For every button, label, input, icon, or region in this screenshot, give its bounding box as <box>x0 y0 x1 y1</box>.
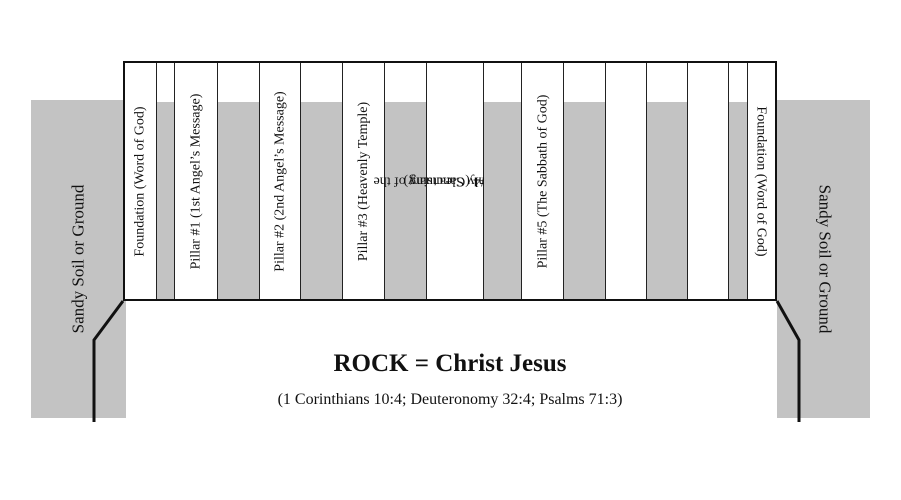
temple-structure: Foundation (Word of God) Pillar #1 (1st … <box>123 61 777 301</box>
rock-references: (1 Corinthians 10:4; Deuteronomy 32:4; P… <box>277 391 623 408</box>
foundation-right-column: Foundation (Word of God) <box>748 63 775 299</box>
rock-title: ROCK = Christ Jesus <box>333 350 567 377</box>
empty-pillar-column <box>606 63 647 299</box>
left-soil-label-wrap: Sandy Soil or Ground <box>31 100 126 418</box>
pillar-5-label: Pillar #5 (The Sabbath of God) <box>535 94 551 268</box>
gap-column <box>647 63 688 299</box>
foundation-right-label: Foundation (Word of God) <box>754 105 770 257</box>
pillar-4-column: Pillar #4 (Cleansing of the Heavenly San… <box>374 63 521 299</box>
pillar-1-column: Pillar #1 (1st Angel’s Message) <box>175 63 218 299</box>
right-soil-label-wrap: Sandy Soil or Ground <box>777 100 872 418</box>
left-soil-label: Sandy Soil or Ground <box>68 184 88 334</box>
gap-column <box>564 63 606 299</box>
gap-column <box>385 63 427 299</box>
gap-column <box>729 63 748 299</box>
gap-column <box>218 63 260 299</box>
pillar-2-column: Pillar #2 (2nd Angel’s Message) <box>260 63 301 299</box>
pillar-2-label: Pillar #2 (2nd Angel’s Message) <box>272 90 288 272</box>
empty-pillar-column <box>688 63 729 299</box>
gap-column <box>157 63 175 299</box>
pillar-3-column: Pillar #3 (Heavenly Temple) <box>343 63 385 299</box>
right-soil-label: Sandy Soil or Ground <box>815 184 835 334</box>
gap-column <box>301 63 343 299</box>
gap-column <box>484 63 522 299</box>
pillar-1-label: Pillar #1 (1st Angel’s Message) <box>188 93 204 269</box>
foundation-left-label: Foundation (Word of God) <box>133 105 149 257</box>
pillar-3-label: Pillar #3 (Heavenly Temple) <box>356 101 372 261</box>
foundation-left-column: Foundation (Word of God) <box>125 63 157 299</box>
pillar-5-column: Pillar #5 (The Sabbath of God) <box>522 63 564 299</box>
